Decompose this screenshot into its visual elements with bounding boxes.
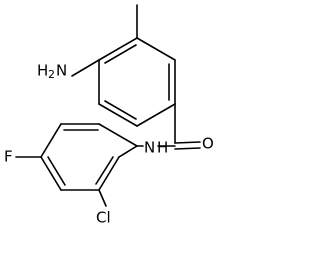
molecule-structure-diagram: H 2 N O N H F Cl: [4, 4, 214, 227]
bond-b6-b1-inner: [95, 156, 114, 185]
bond-b1-ring-join: [118, 145, 138, 158]
fluorine-label: F: [4, 148, 13, 166]
bond-b4-b5-inner: [47, 156, 66, 186]
bond-a6-a1: [98, 37, 138, 61]
carbonyl-double-bond-1: [174, 141, 201, 144]
carbonyl-oxygen-label: O: [202, 135, 214, 153]
ring-a-bonds: [98, 37, 176, 127]
bond-a4-a5-inner: [104, 100, 137, 120]
bond-b4-b5: [40, 156, 62, 191]
chloro-bond: [98, 189, 107, 207]
amine-bond: [71, 59, 100, 77]
bond-a1-a2: [136, 37, 176, 61]
bond-b6-b1: [98, 156, 120, 191]
ring-b-bonds: [40, 123, 138, 191]
bond-a6-a1-inner: [104, 44, 137, 64]
carbonyl-double-bond-2: [174, 147, 201, 150]
chlorine-label: Cl: [96, 209, 111, 227]
amine-label-n: N: [56, 62, 67, 80]
bond-b3-b4: [40, 123, 62, 158]
amine-label-subscript: 2: [48, 68, 55, 81]
bond-a4-a5: [98, 103, 138, 127]
bond-a3-a4: [136, 103, 176, 127]
amide-hydrogen-label: H: [157, 139, 168, 157]
amine-label-h: H: [37, 62, 48, 80]
amide-nitrogen-label: N: [144, 139, 155, 157]
bond-b1-b2: [98, 123, 138, 147]
